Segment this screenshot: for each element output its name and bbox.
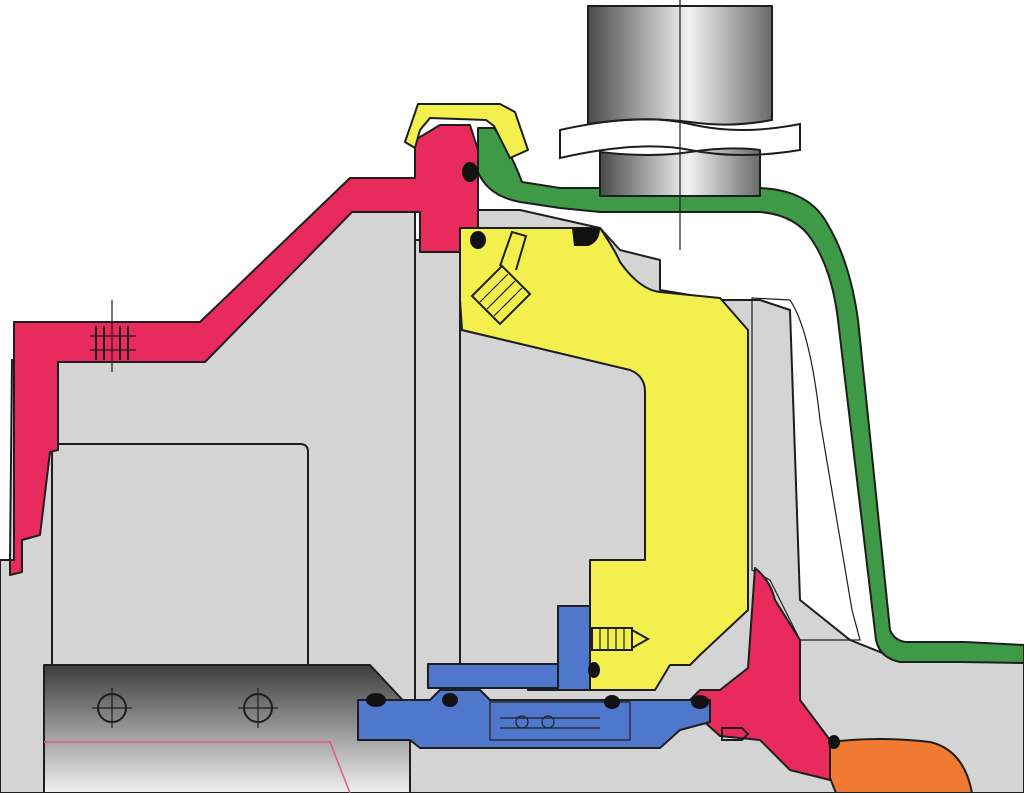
hub-screw bbox=[721, 727, 750, 741]
flange-bolt-axis bbox=[90, 300, 136, 372]
clamp-ring bbox=[404, 103, 529, 159]
seal-bolt bbox=[591, 627, 651, 651]
volute-casing-upper bbox=[477, 127, 1024, 664]
o-rings bbox=[366, 162, 840, 749]
flange-bolt-slot-left bbox=[95, 326, 105, 360]
impeller-vane bbox=[751, 297, 861, 641]
seal-housing-cover bbox=[459, 227, 749, 691]
cover-bolt bbox=[470, 230, 532, 326]
shaft bbox=[43, 664, 411, 793]
inlet-pipe bbox=[559, 0, 801, 250]
outlet-pipe bbox=[829, 738, 973, 793]
flange-bolt-slot-right bbox=[119, 326, 129, 360]
